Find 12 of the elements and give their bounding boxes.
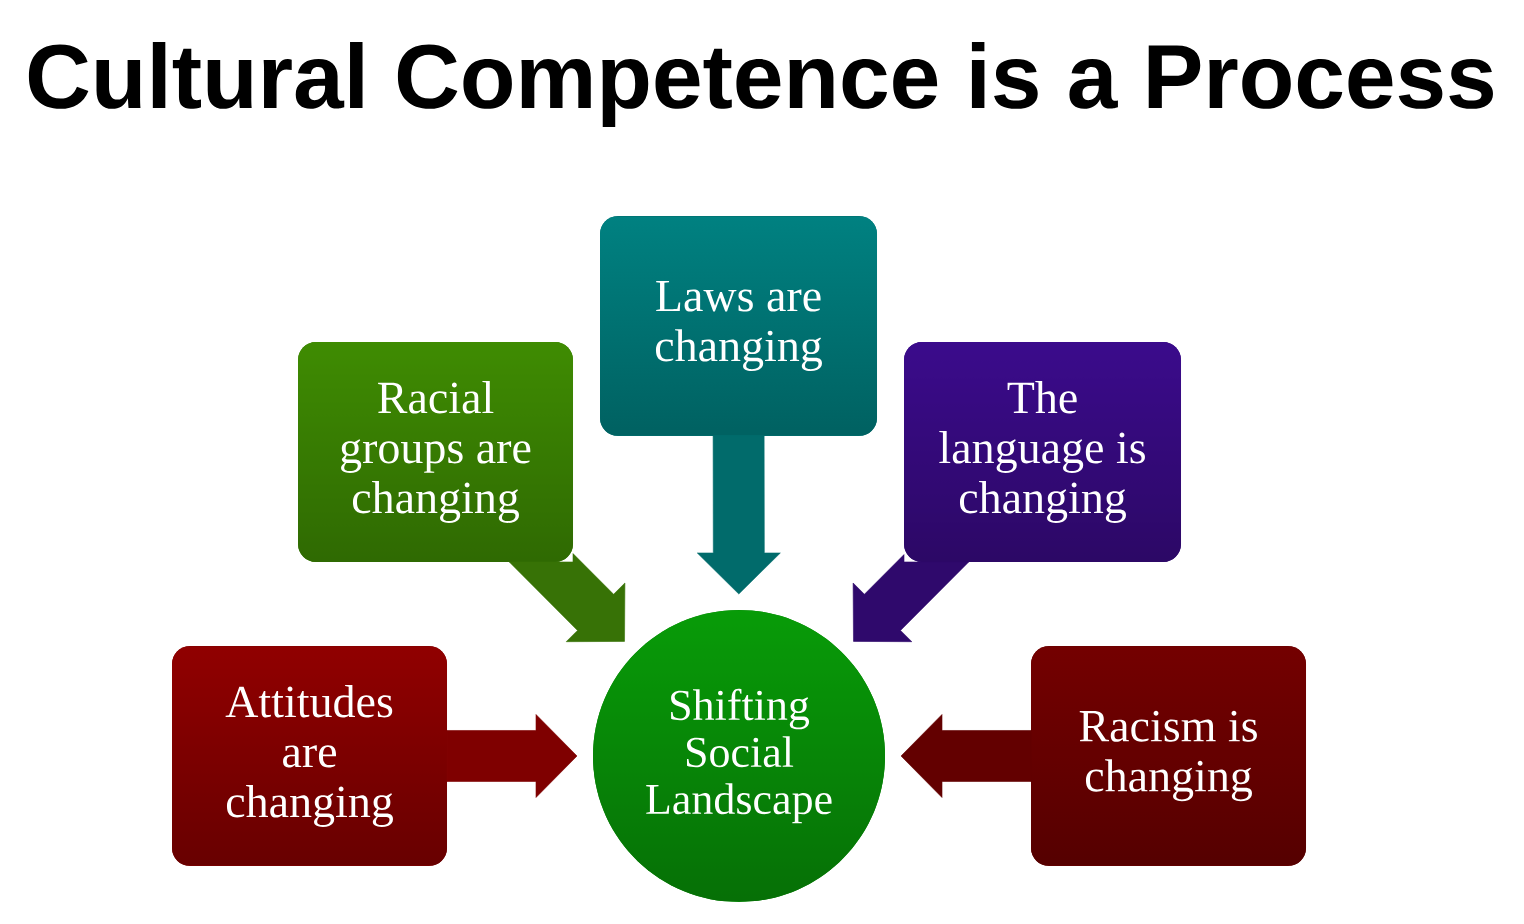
circle-label: Shifting Social Landscape xyxy=(646,688,832,824)
box-label: Attitudes are changing xyxy=(225,685,393,827)
block-arrow xyxy=(697,435,781,595)
box-label: Laws are changing xyxy=(655,280,822,372)
box-label: Racism is changing xyxy=(1079,710,1257,802)
block-arrow xyxy=(509,553,626,642)
block-arrow xyxy=(900,714,1032,798)
box-label: The language is changing xyxy=(939,381,1145,523)
block-arrow xyxy=(446,714,578,798)
box-label: Racial groups are changing xyxy=(341,381,531,523)
title: Cultural Competence is a Process xyxy=(28,42,1493,127)
block-arrow xyxy=(852,554,969,642)
